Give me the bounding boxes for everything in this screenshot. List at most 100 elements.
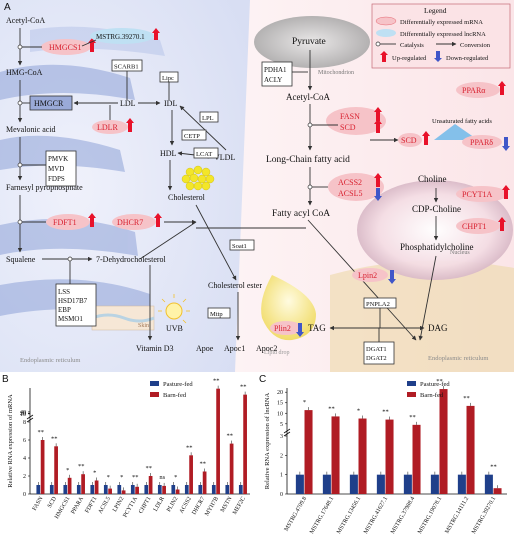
gene-ppara: PPARα (462, 86, 486, 95)
y-axis-label: Relative RNA expression of mRNA (7, 394, 14, 488)
x-tick-label: MSTRG.39270.1 (471, 496, 497, 535)
bar-barn-fed (202, 471, 207, 494)
significance-label: * (174, 474, 177, 481)
bar-pasture-fed (63, 485, 68, 494)
bar-pasture-fed (376, 474, 385, 494)
x-tick-label: MSTRG.41627.1 (363, 496, 389, 535)
down-arrow-icon (502, 137, 510, 151)
metab-uvb: UVB (166, 324, 183, 333)
x-tick-label: FASN (32, 495, 45, 511)
x-tick-label: ACSL5 (98, 496, 112, 515)
gene-pdha1-acly-box (261, 61, 293, 87)
er-right-label: Endoplasmic reticulum (428, 355, 488, 362)
gene-fdft1-bg (46, 214, 90, 230)
gene-chpt1-bg (456, 218, 500, 234)
gene-mttp: Mttp (210, 311, 223, 318)
bar-barn-fed (135, 486, 139, 494)
metab-choline: Choline (418, 174, 447, 184)
x-tick-label: MEF2C (232, 496, 247, 516)
gene-acss-acsl-bg (328, 173, 384, 201)
bar-pasture-fed (49, 485, 54, 494)
mito-label: Mitochondrion (318, 70, 354, 76)
metab-chol-ester: Cholesterol ester (208, 281, 262, 290)
x-tick-label: MSTRG.4709.8 (284, 496, 309, 532)
significance-label: ** (227, 433, 234, 440)
bar-barn-fed (189, 455, 193, 494)
bar-barn-fed (67, 477, 72, 494)
metab-apoc2: Apoc2 (256, 344, 277, 353)
y-tick-label: 6 (23, 438, 26, 444)
significance-label: ** (463, 395, 470, 402)
significance-label: * (66, 467, 69, 474)
sun-icon (165, 302, 183, 320)
bar-pasture-fed (157, 485, 162, 494)
gene-acss2: ACSS2 (338, 178, 362, 187)
metab-vldl: VLDL (214, 153, 235, 162)
metab-squalene: Squalene (6, 255, 36, 264)
legend-box (371, 3, 511, 69)
significance-label: ** (186, 444, 193, 451)
bar-pasture-fed (211, 485, 216, 494)
y-tick-label: 10 (277, 411, 283, 417)
significance-label: ** (38, 429, 45, 436)
legend-catalysis: Catalysis (400, 42, 424, 49)
gene-lss: LSS (58, 288, 70, 296)
bar-barn-fed (466, 405, 475, 494)
gene-pcyt1a-bg (456, 186, 508, 202)
metab-cdp-choline: CDP-Choline (412, 204, 461, 214)
up-arrow-icon (422, 131, 430, 145)
metab-apoc1: Apoc1 (224, 344, 245, 353)
unsat-fa-shape (434, 124, 478, 140)
gene-pmvk-mvd-fdps-box (45, 150, 77, 187)
metab-7dhc: 7-Dehydrocholesterol (96, 255, 167, 264)
bar-barn-fed (331, 416, 340, 494)
metab-ldl: LDL (120, 99, 136, 108)
up-arrow-icon (88, 38, 96, 52)
panel-label: B (2, 374, 9, 385)
y-tick-label: 10 (20, 412, 26, 418)
gene-ppard-bg (462, 135, 502, 149)
gene-pmvk: PMVK (48, 155, 68, 163)
bar-pasture-fed (117, 485, 122, 494)
lncrna-mstrg-bg (90, 28, 154, 44)
metab-hmg-coa: HMG-CoA (6, 68, 43, 77)
metab-pyruvate: Pyruvate (292, 37, 326, 47)
gene-mvd: MVD (48, 165, 64, 173)
bar-barn-fed (148, 476, 153, 494)
legend-down: Down-regulated (446, 55, 489, 62)
bar-pasture-fed (144, 485, 149, 494)
gene-lpin2: Lpin2 (358, 271, 377, 280)
y-tick-label: 15 (277, 401, 283, 407)
bar-barn-fed (216, 388, 220, 494)
x-tick-label: MSTRG.37988.4 (390, 496, 416, 535)
metab-farnesyl: Farnesyl pyrophosphate (6, 183, 83, 192)
gene-mttp-box (207, 307, 231, 319)
gene-dhcr7: DHCR7 (117, 218, 143, 227)
legend-swatch (407, 381, 416, 386)
metab-tag: TAG (308, 323, 326, 333)
legend-label: Barn-fed (420, 392, 444, 399)
significance-label: ** (200, 461, 207, 468)
legend-swatch (407, 392, 416, 397)
bar-barn-fed (493, 488, 502, 494)
bar-pasture-fed (36, 485, 41, 494)
legend-label: Pasture-fed (163, 381, 193, 388)
y-tick-label: 20 (277, 390, 283, 396)
legend-lncrna: Differentially expressed lncRNA (400, 31, 486, 38)
gene-fdft1: FDFT1 (53, 218, 77, 227)
bar-barn-fed (229, 443, 234, 494)
down-arrow-icon (374, 188, 382, 201)
bar-pasture-fed (295, 474, 304, 494)
x-tick-label: FDFT1 (84, 496, 98, 514)
bar-barn-fed (81, 474, 85, 494)
gene-dgat1: DGAT1 (366, 346, 387, 353)
bar-barn-fed (175, 489, 180, 494)
significance-label: ** (382, 409, 389, 416)
metab-cholesterol: Cholesterol (168, 193, 206, 202)
bar-pasture-fed (322, 474, 331, 494)
bar-barn-fed (358, 418, 367, 494)
metab-unsat: Unsaturated fatty acids (432, 118, 492, 125)
gene-lcat-box (193, 147, 219, 159)
